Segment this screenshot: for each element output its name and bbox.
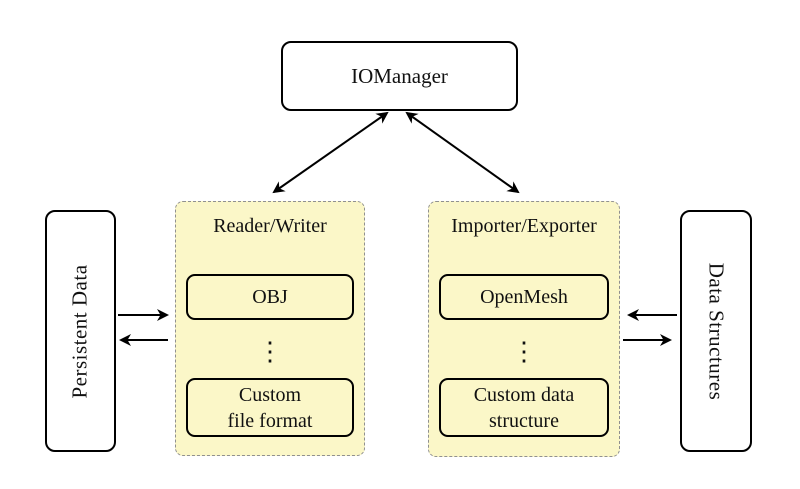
node-iomanager-label: IOManager — [351, 63, 448, 88]
node-obj-label: OBJ — [252, 286, 288, 308]
node-iomanager: IOManager — [281, 41, 518, 111]
node-custom-data-structure-label: Custom data structure — [473, 383, 575, 432]
node-custom-data-structure: Custom data structure — [439, 378, 609, 437]
arrow-iomanager-importer-exporter — [405, 111, 520, 194]
node-obj: OBJ — [186, 274, 354, 320]
ellipsis-reader-writer: ⋮ — [257, 337, 283, 366]
node-data-structures: Data Structures — [680, 210, 752, 452]
node-custom-file-format: Custom file format — [186, 378, 354, 437]
panel-reader-writer-title: Reader/Writer — [213, 215, 327, 237]
panel-importer-exporter: Importer/Exporter OpenMesh ⋮ Custom data… — [428, 201, 620, 457]
panel-importer-exporter-title: Importer/Exporter — [451, 215, 597, 237]
arrow-iomanager-reader-writer — [272, 111, 389, 194]
node-openmesh: OpenMesh — [439, 274, 609, 320]
panel-reader-writer: Reader/Writer OBJ ⋮ Custom file format — [175, 201, 365, 456]
node-data-structures-label: Data Structures — [704, 262, 729, 400]
node-persistent-data-label: Persistent Data — [68, 263, 92, 399]
node-custom-file-format-label: Custom file format — [227, 383, 313, 432]
node-persistent-data: Persistent Data — [45, 210, 116, 452]
ellipsis-importer-exporter: ⋮ — [511, 337, 537, 366]
node-openmesh-label: OpenMesh — [480, 286, 568, 308]
